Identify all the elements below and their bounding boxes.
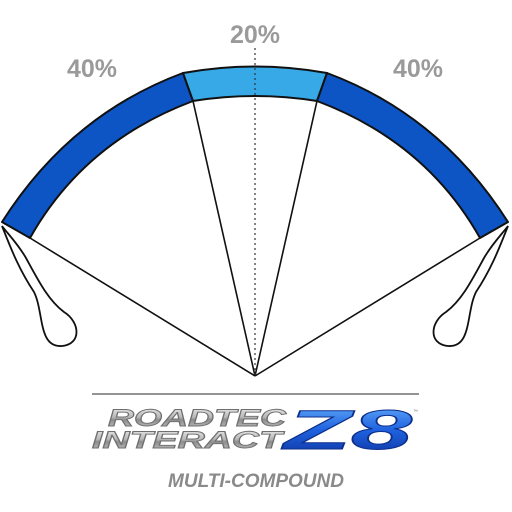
right-zone-percent-label: 40% xyxy=(393,55,443,83)
center-zone-percent-label: 20% xyxy=(230,21,280,49)
logo-line-roadtec: ROADTEC xyxy=(108,405,287,432)
radial-line-right-outer xyxy=(254,237,481,377)
logo-line-interact: INTERACT xyxy=(92,427,286,454)
logo-subtitle: MULTI-COMPOUND xyxy=(168,471,344,492)
left-tread-zone xyxy=(1,72,194,239)
radial-line-left-outer xyxy=(29,237,256,377)
logo-trademark: ™ xyxy=(413,409,418,415)
radial-line-right-inner xyxy=(254,100,318,377)
right-sidewall xyxy=(432,225,509,347)
left-sidewall xyxy=(1,225,78,347)
logo-model-z8: Z8 xyxy=(280,398,414,461)
product-logo: ROADTEC INTERACT Z8 ™ xyxy=(92,398,418,462)
left-zone-percent-label: 40% xyxy=(67,55,117,83)
right-tread-zone xyxy=(316,72,509,239)
radial-line-left-inner xyxy=(192,100,256,377)
